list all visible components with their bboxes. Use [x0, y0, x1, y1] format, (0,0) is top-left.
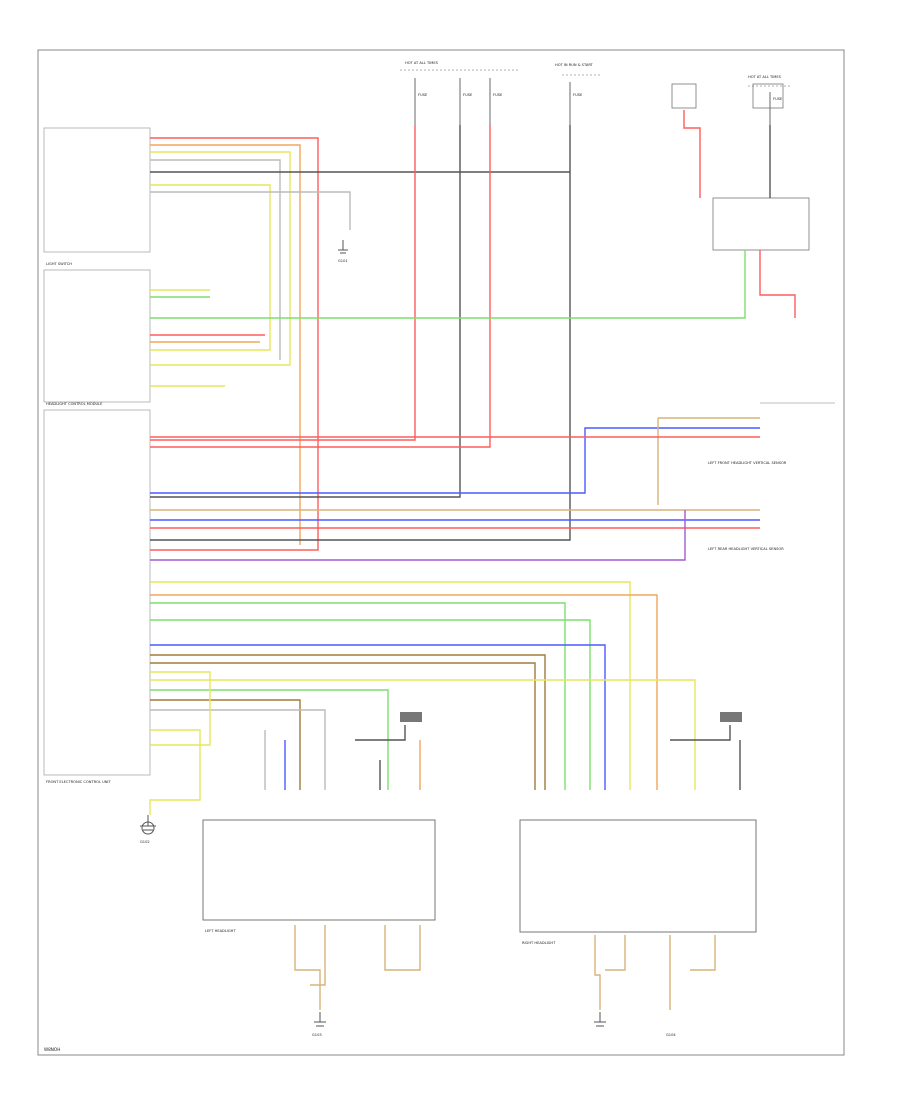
wires	[149, 110, 796, 1010]
left-block-control	[43, 409, 151, 776]
left-block-top	[43, 127, 151, 253]
left-rear-sensor-label: LEFT REAR HEADLIGHT VERTICAL SENSOR	[708, 547, 784, 551]
fuse-label-2: FUSE	[463, 93, 473, 97]
diagram-border	[37, 49, 845, 1056]
left-headlight-module	[202, 819, 436, 921]
left-front-sensor-label: LEFT FRONT HEADLIGHT VERTICAL SENSOR	[708, 461, 787, 465]
left-headlight-label: LEFT HEADLIGHT	[205, 929, 236, 933]
fuse-label-3: FUSE	[493, 93, 503, 97]
headlight-control-label: HEADLIGHT CONTROL MODULE	[46, 402, 103, 406]
ground-symbols	[140, 240, 606, 1027]
right-headlight-label: RIGHT HEADLIGHT	[522, 941, 556, 945]
right-headlight-module	[519, 819, 757, 933]
connector-icons	[400, 712, 742, 722]
ground-label-4: G104	[666, 1033, 676, 1037]
front-control-label: FRONT ELECTRONIC CONTROL UNIT	[46, 780, 111, 784]
left-block-switch	[43, 269, 151, 403]
ground-circle	[141, 821, 155, 835]
top-label-3: HOT AT ALL TIMES	[748, 75, 782, 79]
footer-code: W8NOH	[44, 1047, 60, 1052]
fuse-label-1: FUSE	[418, 93, 428, 97]
fuse-label-4: FUSE	[573, 93, 583, 97]
relay-box	[712, 197, 810, 251]
top-label-1: HOT AT ALL TIMES	[405, 61, 439, 65]
ground-label-3: G103	[312, 1033, 322, 1037]
ground-label-1: G101	[338, 259, 348, 263]
fuse-group	[414, 78, 784, 125]
top-label-2: HOT IN RUN & START	[555, 63, 594, 67]
light-switch-label: LIGHT SWITCH	[46, 262, 72, 266]
ground-label-2: G102	[140, 840, 150, 844]
fuse-label-5: FUSE	[773, 97, 783, 101]
